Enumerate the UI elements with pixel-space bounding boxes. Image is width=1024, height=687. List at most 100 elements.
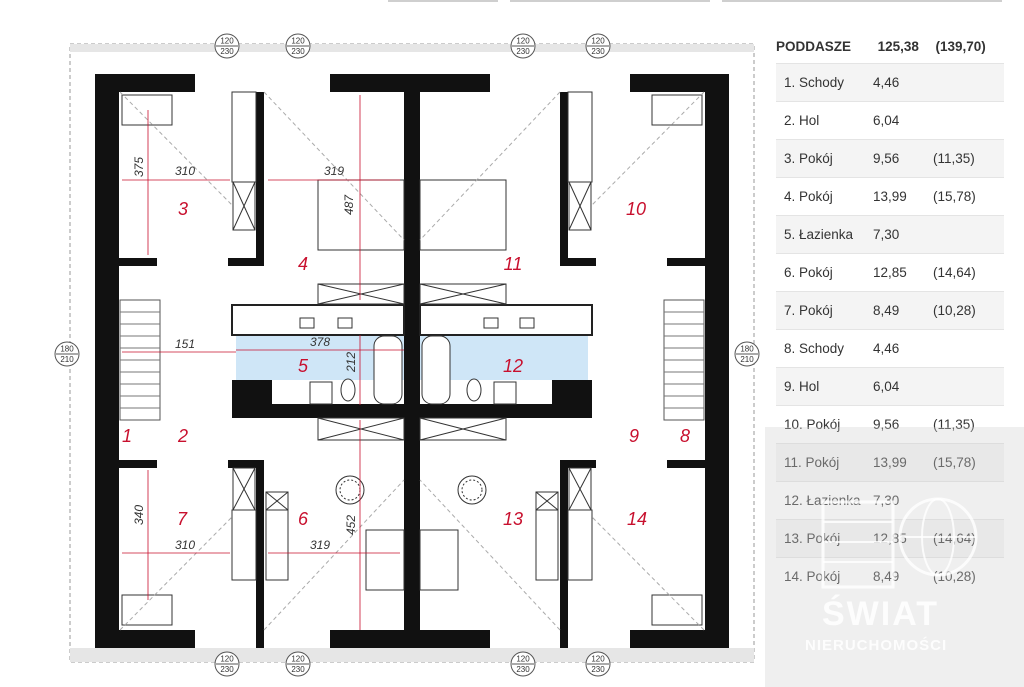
sink-3 [483,317,499,329]
roof-ridge-5 [419,91,561,241]
wardrobe-3-cross [232,181,256,231]
floor-total-area-alt: (139,70) [935,39,986,54]
tab-underline-3 [722,0,1002,2]
room-name: 7. Pokój [784,303,833,318]
window-marker-top-4-top: 120 [591,37,605,46]
room-area: 9,56 [873,151,900,166]
dimension-label: 340 [132,505,146,525]
desk-6 [265,509,289,581]
wardrobe-13-cross [535,491,559,511]
room-area-extra: (15,78) [933,455,976,470]
floor-title: PODDASZE [776,39,852,54]
sink-4 [519,317,535,329]
table-header: PODDASZE 125,38 (139,70) [776,30,1004,63]
window-marker-bottom-1-bottom: 230 [220,665,234,674]
party-wall [404,92,420,630]
sink-2 [337,317,353,329]
room-name: 10. Pokój [784,417,841,432]
wall-right [705,74,729,648]
wardrobe-7-cross [232,467,256,511]
room-number-label: 4 [298,254,308,274]
room-name: 11. Pokój [784,455,840,470]
room-name: 9. Hol [784,379,820,394]
window-marker-bottom-3-bottom: 230 [516,665,530,674]
eaves-bottom [70,648,754,662]
room-number-label: 6 [298,509,309,529]
room-area: 13,99 [873,189,907,204]
dimension-label: 151 [175,337,195,351]
wall-int-9 [119,460,157,468]
vent-right-inner [461,479,483,501]
building-logo-icon [821,497,978,589]
roof-ridge-0 [119,91,233,206]
eaves-top [70,44,754,52]
room-number-label: 9 [629,426,639,446]
bathtub-right [421,335,451,405]
roof-ridge-4 [263,91,405,241]
wall-int-6 [560,258,596,266]
bed-3 [121,94,173,126]
desk-10 [567,91,593,183]
desk-3 [231,91,257,183]
wall-bottom-a [95,630,195,648]
wall-bottom-b [330,630,490,648]
window-marker-top-2-bottom: 230 [291,47,305,56]
room-number-label: 1 [122,426,132,446]
desk-13 [535,509,559,581]
wall-top-a [95,74,195,92]
wall-int-10 [667,460,705,468]
watermark: ŚWIAT NIERUCHOMOŚCI [765,427,1024,687]
room-area: 13,99 [873,455,907,470]
dimension-label: 319 [310,538,330,552]
roof-ridge-6 [263,479,405,631]
vent-left [335,475,365,505]
window-marker-bottom-4-top: 120 [591,655,605,664]
bed-10 [651,94,703,126]
window-marker-top-3-top: 120 [516,37,530,46]
room-name: 3. Pokój [784,151,833,166]
dimension-label: 375 [132,157,146,177]
room-number-label: 5 [298,356,309,376]
wall-int-7 [119,258,157,266]
bath-shelf-left [231,304,405,336]
sink-1 [299,317,315,329]
room-area: 9,56 [873,417,900,432]
table-row: 11. Pokój 13,99 (15,78) [776,443,1004,481]
dimension-label: 310 [175,164,195,178]
room-area-extra: (11,35) [933,417,975,432]
room-area: 8,49 [873,303,900,318]
bath-shelf-right [419,304,593,336]
watermark-title: ŚWIAT [822,595,940,633]
desk-14 [567,509,593,581]
room-area: 12,85 [873,265,907,280]
window-marker-bottom-2-bottom: 230 [291,665,305,674]
wardrobe-5b-cross [317,417,405,441]
roof-ridge-7 [419,479,561,631]
room-name: 5. Łazienka [784,227,854,242]
dresser-6 [365,529,405,591]
window-marker-top-4-bottom: 230 [591,47,605,56]
window-marker-left-top: 180 [60,345,74,354]
room-number-label: 10 [626,199,646,219]
room-area-extra: (14,64) [933,265,976,280]
bed-14 [651,594,703,626]
wall-int-8 [667,258,705,266]
window-marker-top-1-top: 120 [220,37,234,46]
room-number-label: 13 [503,509,523,529]
wall-int-2 [560,92,568,262]
room-area: 4,46 [873,341,900,356]
wall-int-1 [256,92,264,262]
room-area: 4,46 [873,75,900,90]
wardrobe-11-cross [419,283,507,305]
wall-int-11 [228,460,264,468]
room-number-label: 2 [177,426,188,446]
room-number-label: 11 [504,254,523,274]
window-marker-bottom-2-top: 120 [291,655,305,664]
window-marker-right-top: 180 [740,345,754,354]
room-area: 6,04 [873,379,900,394]
room-number-label: 8 [680,426,690,446]
